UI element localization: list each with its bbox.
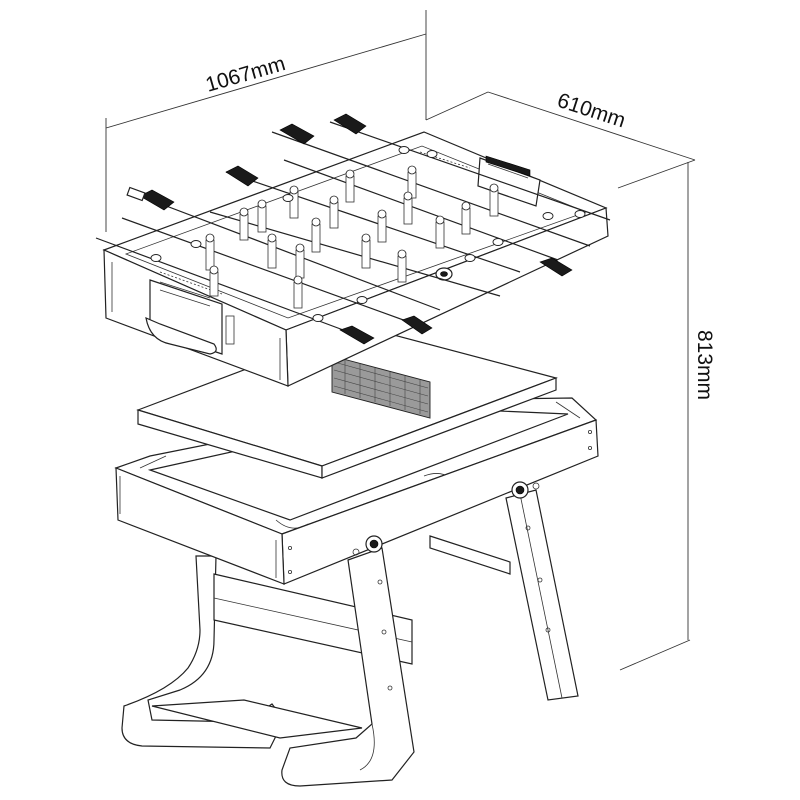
height-label: 813mm [693,330,716,400]
ball-return-left [145,279,235,355]
base-knob-back [511,481,540,499]
rod-handle-3 [279,123,315,145]
table-legs [121,489,579,787]
table-tennis-net [331,355,431,419]
foosball-players [205,165,499,309]
rod-handle-4 [333,113,367,135]
length-label: 1067mm [203,52,288,97]
base-knob-front [352,535,383,556]
foosball-table [102,131,609,387]
ball-return-right [477,155,541,207]
rod-bushings [150,146,586,322]
rod-handle-2 [225,165,259,187]
rod-handle-1 [126,186,175,211]
rod-handle-6 [401,315,433,335]
rod-handle-5 [339,325,375,345]
foosball-rods [95,113,611,345]
dimension-height: 813mm [619,162,716,671]
rod-handle-7 [539,257,573,277]
